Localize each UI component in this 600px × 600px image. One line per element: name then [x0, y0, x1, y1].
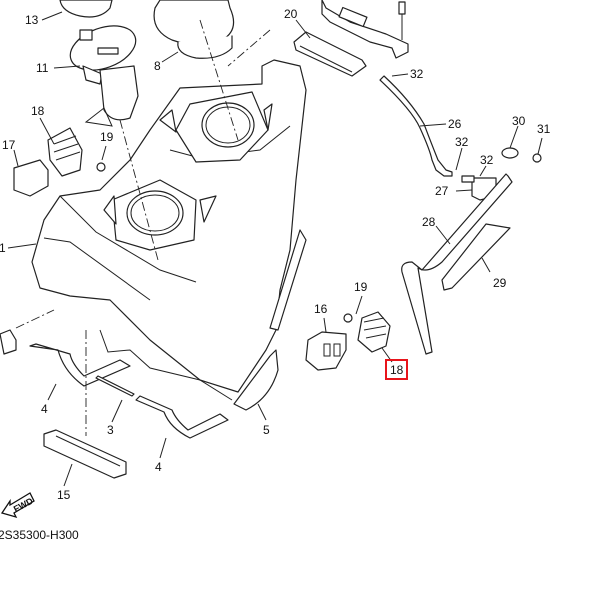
- part-26-hose: [379, 75, 453, 177]
- part-18-damper-lower: [357, 311, 391, 353]
- part-17-damper: [13, 159, 49, 197]
- callout-11[interactable]: 11: [36, 61, 49, 75]
- callout-3[interactable]: 3: [107, 423, 114, 437]
- part-31-bolt: [532, 153, 542, 163]
- part-29-protector: [441, 223, 511, 291]
- callout-26[interactable]: 26: [448, 117, 462, 131]
- part-11-fuel-pump: [69, 25, 139, 127]
- centerline-bracket: [227, 29, 271, 67]
- callout-15[interactable]: 15: [57, 488, 71, 502]
- part-19-bolt-lower: [343, 313, 353, 323]
- callout-8[interactable]: 8: [154, 59, 161, 73]
- part-16-damper: [305, 331, 347, 371]
- callout-19-lower[interactable]: 19: [354, 280, 368, 294]
- part-28-hose: [401, 173, 513, 355]
- callout-30[interactable]: 30: [512, 114, 526, 128]
- centerline-pump-right: [199, 19, 239, 141]
- callout-4-left[interactable]: 4: [41, 402, 48, 416]
- part-30-clamp: [501, 147, 519, 159]
- part-18-damper-upper: [47, 127, 83, 177]
- callout-32-mid[interactable]: 32: [455, 135, 469, 149]
- part-19-bolt-upper: [96, 162, 106, 172]
- part-1-fuel-tank: [31, 59, 307, 393]
- part-8-gasket: [153, 0, 235, 59]
- callout-20[interactable]: 20: [284, 7, 298, 21]
- callout-4-right[interactable]: 4: [155, 460, 162, 474]
- fwd-arrow-icon: [0, 492, 35, 519]
- part-4-cover-right: [135, 395, 229, 439]
- callout-16[interactable]: 16: [314, 302, 328, 316]
- callout-28[interactable]: 28: [422, 215, 436, 229]
- callout-18-upper[interactable]: 18: [31, 104, 45, 118]
- callout-19-upper[interactable]: 19: [100, 130, 114, 144]
- part-4-cover-left: [29, 343, 131, 387]
- part-20-pad: [293, 31, 367, 77]
- callout-29[interactable]: 29: [493, 276, 507, 290]
- centerline-pump: [119, 119, 159, 261]
- callout-32-right[interactable]: 32: [480, 153, 494, 167]
- part-5-cover: [233, 349, 279, 411]
- diagram-code: 2S35300-H300: [0, 528, 79, 542]
- part-15-damper: [43, 429, 127, 479]
- callout-27[interactable]: 27: [435, 184, 449, 198]
- callout-32-top[interactable]: 32: [410, 67, 424, 81]
- callout-5[interactable]: 5: [263, 423, 270, 437]
- part-small-block: [0, 329, 17, 355]
- callout-13[interactable]: 13: [25, 13, 39, 27]
- callout-18-highlighted[interactable]: 18: [385, 359, 409, 380]
- part-13-gasket: [59, 0, 113, 18]
- callout-31[interactable]: 31: [537, 122, 551, 136]
- bracket: [321, 0, 409, 59]
- centerline-block: [15, 309, 55, 329]
- callout-17[interactable]: 17: [2, 138, 16, 152]
- callout-1[interactable]: 1: [0, 241, 6, 255]
- part-3-cover: [95, 375, 135, 397]
